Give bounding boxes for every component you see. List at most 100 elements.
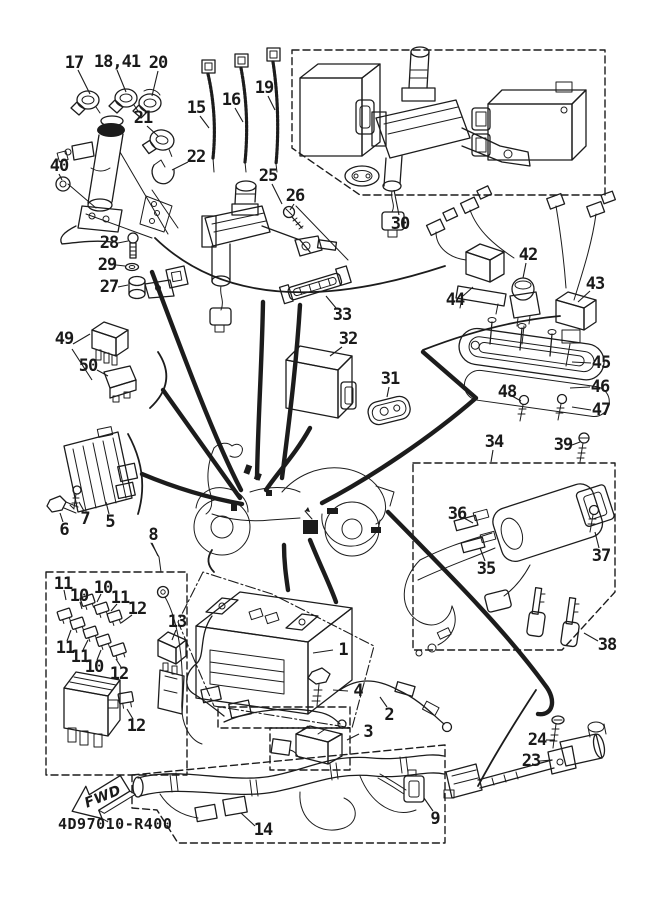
leader-layer <box>58 69 600 827</box>
part-leader-line <box>77 69 91 95</box>
part-leader-line <box>393 189 400 216</box>
fuse-cluster <box>56 593 135 709</box>
part-leader-line <box>110 603 118 612</box>
group-box-harness <box>131 744 446 844</box>
part-leader-line <box>151 542 159 557</box>
part-leader-line <box>569 386 591 389</box>
part-leader-line <box>462 286 474 297</box>
part-leader-line <box>423 797 434 812</box>
clip-22 <box>151 159 175 185</box>
part-leader-line <box>117 284 129 288</box>
screw-39 <box>576 432 590 463</box>
ring-terminal-wire <box>156 585 203 745</box>
part-leader-line <box>171 629 177 641</box>
clamp-17 <box>70 90 101 116</box>
screw-48 <box>517 394 530 422</box>
part-leader-line <box>79 601 83 610</box>
part-leader-line <box>63 589 67 601</box>
connector-9 <box>403 769 425 803</box>
cable-tie-19 <box>266 47 281 173</box>
band-33 <box>278 265 352 305</box>
part-leader-line <box>78 501 85 512</box>
clamp-21 <box>141 129 175 157</box>
thick-leader-lines <box>139 269 555 717</box>
antenna-pad-in-box30 <box>344 165 380 187</box>
group-box-cable <box>217 706 351 771</box>
screw-47 <box>555 393 568 421</box>
part-leader-line <box>463 517 474 524</box>
part-leader-line <box>571 441 581 446</box>
part-leader-line <box>59 512 64 523</box>
part-leader-line <box>72 333 91 345</box>
part-leader-line <box>583 632 599 642</box>
ecu-in-box30 <box>471 81 587 161</box>
part-leader-line <box>71 348 93 381</box>
starter-relay-3 <box>270 725 343 765</box>
bracket-plate-45 <box>458 327 605 381</box>
part-leader-line <box>96 593 102 603</box>
clamp-20 <box>132 88 162 119</box>
part-leader-line <box>379 696 388 708</box>
group-box-fuses <box>45 571 188 776</box>
bolt-28 <box>127 232 139 259</box>
cable-tie-16 <box>234 53 249 173</box>
relay-44 <box>455 243 507 315</box>
part-leader-line <box>171 161 189 171</box>
fuse-box <box>63 671 121 748</box>
part-leader-line <box>58 173 63 181</box>
sensor-bracket-27 <box>128 265 189 300</box>
part-leader-line <box>522 262 527 279</box>
part-leader-line <box>577 290 591 303</box>
part-leader-line <box>346 733 360 741</box>
part-leader-line <box>271 183 283 205</box>
part-leader-line <box>96 649 102 661</box>
part-leader-line <box>146 125 159 137</box>
part-leader-line <box>490 449 494 463</box>
part-leader-line <box>479 547 486 562</box>
scooter-silhouette <box>193 442 395 557</box>
steering-stem <box>56 115 179 245</box>
part-leader-line <box>267 95 276 111</box>
bolt-4 <box>307 667 331 707</box>
bolt-6 <box>46 495 79 514</box>
part-leader-line <box>115 658 122 668</box>
connector-wires-top <box>425 185 616 301</box>
battery-1 <box>186 591 353 719</box>
group-box-34 <box>412 462 616 651</box>
part-leader-line <box>199 115 210 129</box>
part-leader-line <box>240 812 256 827</box>
cdi-unit-in-box30 <box>299 63 381 157</box>
battery-cable-2 <box>339 680 453 733</box>
part-leader-line <box>571 406 592 411</box>
cdi-unit-32 <box>285 345 357 419</box>
fwd-arrow <box>71 774 136 823</box>
part-leader-line <box>386 386 390 398</box>
sensor-42 <box>509 277 541 345</box>
keys-38 <box>526 587 580 648</box>
relay-49 <box>91 321 129 366</box>
screw-26 <box>282 205 304 230</box>
main-switch-34 <box>403 483 615 657</box>
part-leader-line <box>66 629 72 642</box>
group-box-30 <box>291 49 606 196</box>
screw-37 <box>587 504 600 533</box>
ground-cable-3 <box>223 708 347 729</box>
drawing-number: 4D97010-R400 <box>58 815 173 833</box>
part-leader-line <box>312 649 334 654</box>
part-leader-line <box>105 501 110 515</box>
part-leader-line <box>115 264 126 267</box>
part-leader-line <box>332 689 349 692</box>
part-leader-line <box>126 708 134 720</box>
part-leader-line <box>82 639 89 651</box>
grommet-40 <box>55 176 71 192</box>
part-leader-line <box>594 531 600 549</box>
part-leader-line <box>96 369 109 377</box>
part-leader-line <box>117 240 129 244</box>
part-leader-line <box>539 759 553 762</box>
washer-29 <box>124 262 140 272</box>
part-leader-line <box>234 107 244 123</box>
part-leader-line <box>289 203 295 211</box>
part-leader-line <box>325 295 337 309</box>
solenoid-23 <box>443 721 607 799</box>
